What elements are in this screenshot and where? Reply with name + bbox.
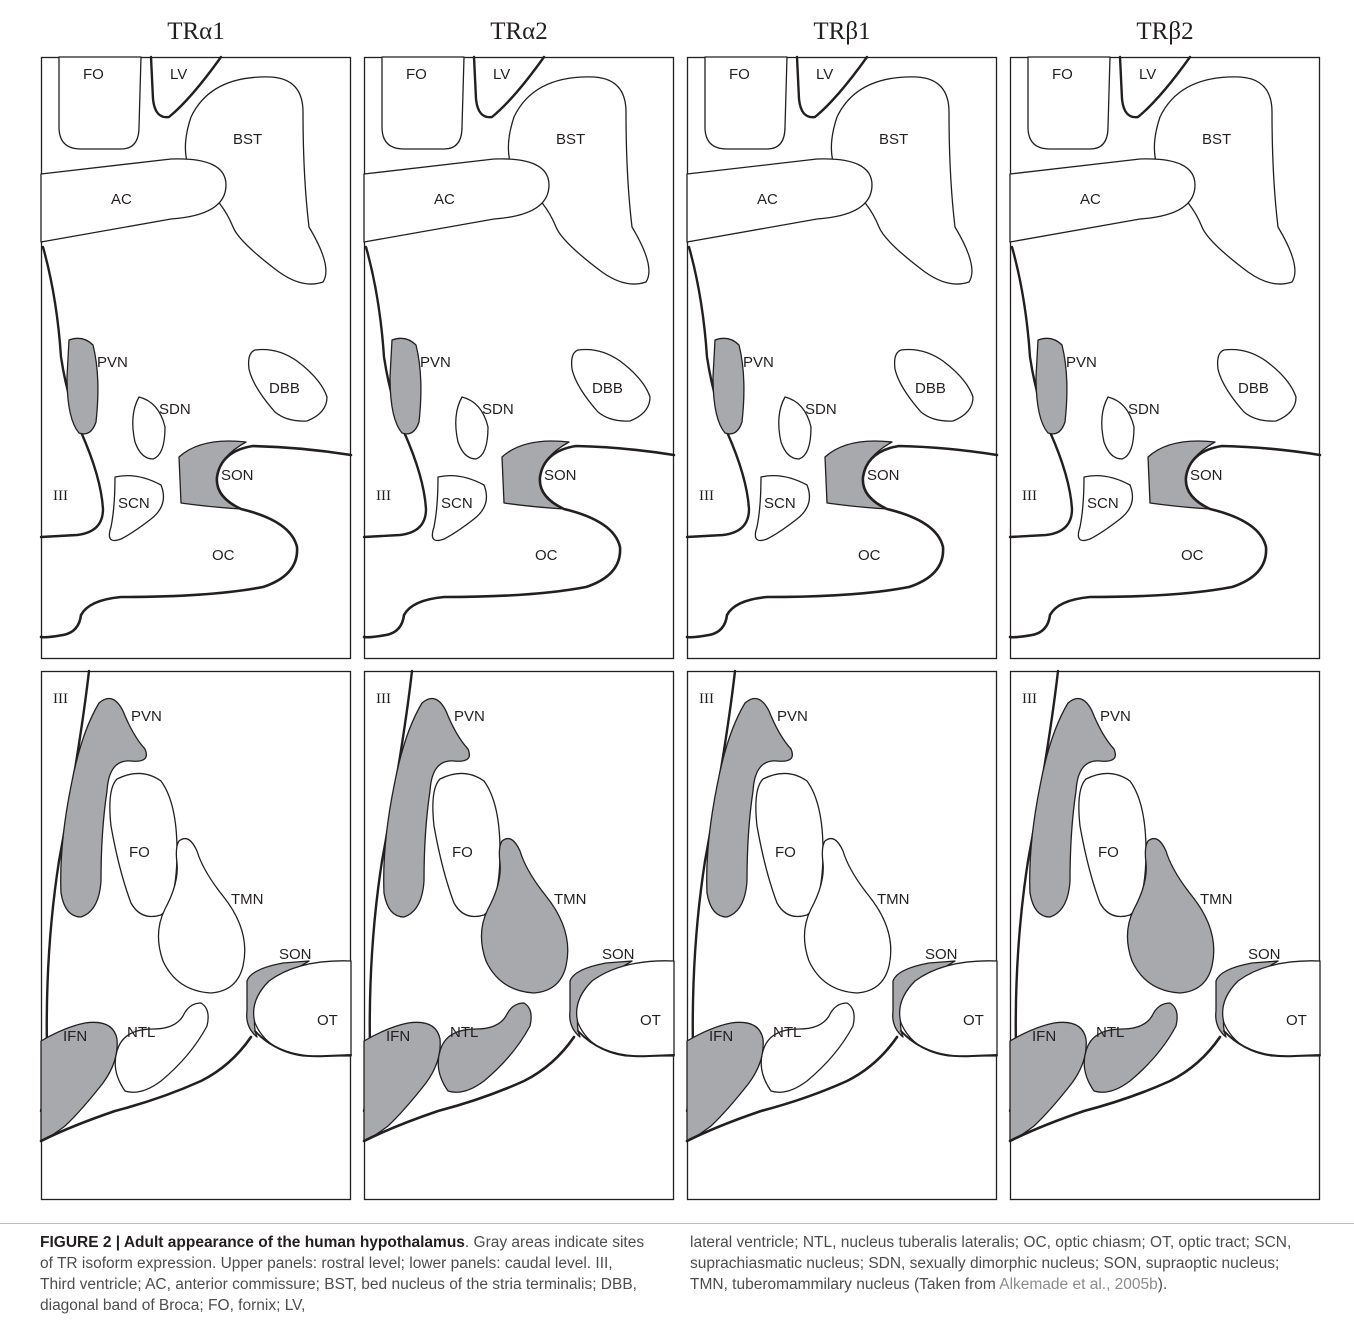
son-label: SON [1190,467,1223,484]
son-label: SON [221,467,254,484]
sdn-label: SDN [159,401,191,418]
ac-label: AC [111,191,132,208]
pvn-nucleus [1036,338,1067,434]
lv-label: LV [816,66,833,83]
sdn-label: SDN [805,401,837,418]
dbb-label: DBB [915,380,946,397]
ifn-label: IFN [709,1028,733,1045]
caption-text-right: lateral ventricle; NTL, nucleus tuberali… [690,1234,1291,1293]
ntl-label: NTL [127,1024,155,1041]
fo-label: FO [129,844,150,861]
son-label: SON [279,946,312,963]
dbb-label: DBB [1238,380,1269,397]
sdn-label: SDN [1128,401,1160,418]
caption-right: lateral ventricle; NTL, nucleus tuberali… [690,1232,1315,1295]
tmn-label: TMN [1200,891,1233,908]
pvn-label: PVN [97,354,128,371]
upper-panel: FO LV BST AC PVN DBB SDN SON SCN III OC [1010,57,1320,659]
pvn-label: PVN [131,708,162,725]
third-ventricle-label: III [1022,488,1037,504]
ntl-label: NTL [773,1024,801,1041]
ac-label: AC [757,191,778,208]
pvn-nucleus [390,338,421,434]
upper-panel: FO LV BST AC PVN DBB SDN SON SCN III OC [687,57,997,659]
bst-label: BST [556,131,585,148]
scn-label: SCN [441,495,473,512]
ifn-label: IFN [1032,1028,1056,1045]
caption-figure-label: FIGURE 2 | Adult appearance of the human… [40,1234,465,1251]
dbb-label: DBB [269,380,300,397]
oc-label: OC [1181,547,1204,564]
caption-left: FIGURE 2 | Adult appearance of the human… [40,1232,650,1316]
ac-label: AC [434,191,455,208]
third-ventricle-label: III [53,691,68,707]
ntl-label: NTL [450,1024,478,1041]
ot-label: OT [1286,1012,1307,1029]
ot-label: OT [640,1012,661,1029]
pvn-nucleus [713,338,744,434]
oc-label: OC [212,547,235,564]
third-ventricle-label: III [699,691,714,707]
third-ventricle-label: III [699,488,714,504]
oc-label: OC [535,547,558,564]
scn-label: SCN [1087,495,1119,512]
third-ventricle-label: III [376,488,391,504]
dbb-label: DBB [592,380,623,397]
third-ventricle-label: III [1022,691,1037,707]
ac-label: AC [1080,191,1101,208]
son-label: SON [867,467,900,484]
pvn-label: PVN [1100,708,1131,725]
tmn-label: TMN [231,891,264,908]
ntl-label: NTL [1096,1024,1124,1041]
fo-label: FO [775,844,796,861]
pvn-label: PVN [743,354,774,371]
lv-label: LV [493,66,510,83]
fo-label: FO [729,66,750,83]
caption-citation-link[interactable]: Alkemade et al., 2005b [999,1276,1158,1293]
oc-label: OC [858,547,881,564]
son-label: SON [602,946,635,963]
fo-label: FO [83,66,104,83]
fo-label: FO [406,66,427,83]
fo-label: FO [452,844,473,861]
pvn-label: PVN [1066,354,1097,371]
lower-panel: III PVN FO TMN SON OT IFN NTL [41,671,351,1200]
ifn-label: IFN [63,1028,87,1045]
scn-label: SCN [118,495,150,512]
bst-label: BST [1202,131,1231,148]
pvn-nucleus [67,338,98,434]
lower-panel: III PVN FO TMN SON OT IFN NTL [364,671,674,1200]
son-label: SON [544,467,577,484]
ifn-label: IFN [386,1028,410,1045]
caption-text-end: ). [1158,1276,1167,1293]
column-title: TRα1 [36,18,356,46]
fo-label: FO [1098,844,1119,861]
pvn-label: PVN [420,354,451,371]
upper-panel: FO LV BST AC PVN DBB SDN SON SCN III OC [364,57,674,659]
pvn-label: PVN [454,708,485,725]
son-label: SON [1248,946,1281,963]
lower-panel: III PVN FO TMN SON OT IFN NTL [1010,671,1320,1200]
upper-panel: FO LV BST AC PVN DBB SDN SON SCN III OC [41,57,351,659]
ot-label: OT [317,1012,338,1029]
lv-label: LV [170,66,187,83]
son-label: SON [925,946,958,963]
fo-label: FO [1052,66,1073,83]
lower-panel: III PVN FO TMN SON OT IFN NTL [687,671,997,1200]
lv-label: LV [1139,66,1156,83]
tmn-label: TMN [877,891,910,908]
sdn-label: SDN [482,401,514,418]
pvn-label: PVN [777,708,808,725]
column-title: TRβ2 [1005,18,1325,46]
column-title: TRβ1 [682,18,1002,46]
bst-label: BST [879,131,908,148]
bst-label: BST [233,131,262,148]
third-ventricle-label: III [376,691,391,707]
column-title: TRα2 [359,18,679,46]
scn-label: SCN [764,495,796,512]
third-ventricle-label: III [53,488,68,504]
ot-label: OT [963,1012,984,1029]
tmn-label: TMN [554,891,587,908]
